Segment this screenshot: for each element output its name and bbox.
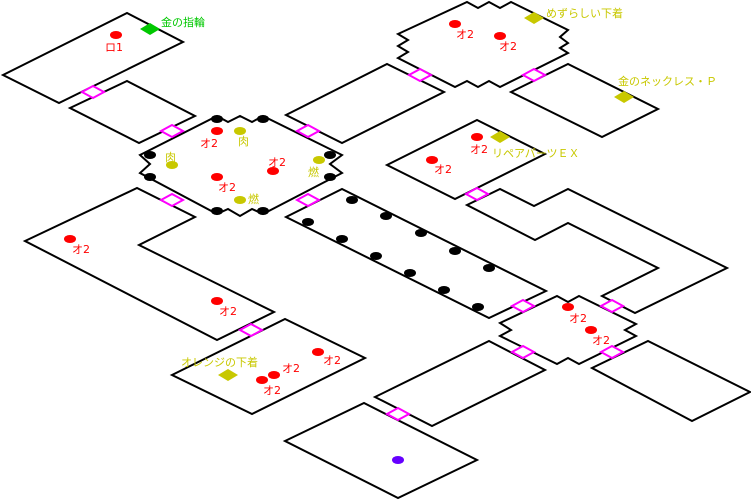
enemy-label: オ2 <box>200 137 218 150</box>
pillar <box>472 303 484 311</box>
item-label-orange-underwear: オレンジの下着 <box>181 355 258 369</box>
enemy-label: オ2 <box>263 384 281 397</box>
item-marker[interactable] <box>313 156 325 164</box>
enemy-marker[interactable] <box>426 156 438 164</box>
pillar <box>211 115 223 123</box>
enemy-marker[interactable] <box>562 303 574 311</box>
room-south-east <box>589 339 751 423</box>
enemy-marker[interactable] <box>494 32 506 40</box>
pillar <box>257 115 269 123</box>
enemy-marker[interactable] <box>211 127 223 135</box>
room-north-middle <box>283 62 447 145</box>
enemy-marker[interactable] <box>585 326 597 334</box>
door[interactable] <box>294 192 322 208</box>
enemy-marker[interactable] <box>256 376 268 384</box>
pillar <box>211 207 223 215</box>
door[interactable] <box>509 344 537 360</box>
rare-item-diamond[interactable] <box>140 23 160 35</box>
corridor-east-l <box>464 187 730 315</box>
room-south-middle <box>372 339 548 428</box>
pillar <box>370 252 382 260</box>
item-label-rare-underwear: めずらしい下着 <box>546 6 623 20</box>
enemy-label: オ2 <box>268 156 286 169</box>
pillar <box>380 212 392 220</box>
pillar <box>415 229 427 237</box>
enemy-label: オ2 <box>282 362 300 375</box>
item-label-fuel: 燃 <box>248 192 259 206</box>
enemy-marker[interactable] <box>110 31 122 39</box>
enemy-label: オ2 <box>569 312 587 325</box>
item-diamond[interactable] <box>490 131 510 143</box>
pillar <box>438 286 450 294</box>
item-label-meat: 肉 <box>238 135 249 148</box>
pillar <box>144 151 156 159</box>
enemy-label: オ2 <box>499 40 517 53</box>
item-diamond[interactable] <box>218 369 238 381</box>
door[interactable] <box>598 344 626 360</box>
door[interactable] <box>598 298 626 314</box>
enemy-marker[interactable] <box>267 167 279 175</box>
item-diamond[interactable] <box>614 91 634 103</box>
pillars <box>144 115 495 311</box>
pillar <box>483 264 495 272</box>
enemy-marker[interactable] <box>211 297 223 305</box>
pillar <box>324 151 336 159</box>
enemy-marker[interactable] <box>312 348 324 356</box>
enemy-marker[interactable] <box>64 235 76 243</box>
item-label-meat: 肉 <box>165 151 176 164</box>
pillar <box>449 247 461 255</box>
room-rare-underwear <box>395 0 571 89</box>
doors <box>79 67 626 422</box>
pillar <box>324 173 336 181</box>
door[interactable] <box>406 67 434 83</box>
item-label-gold-ring: 金の指輪 <box>161 15 205 29</box>
pillar <box>404 269 416 277</box>
door[interactable] <box>520 67 548 83</box>
door[interactable] <box>158 192 186 208</box>
pillar <box>302 218 314 226</box>
item-marker[interactable] <box>234 196 246 204</box>
door[interactable] <box>509 298 537 314</box>
enemy-marker[interactable] <box>268 371 280 379</box>
item-label-gold-necklace: 金のネックレス・Ｐ <box>618 74 717 88</box>
item-diamond[interactable] <box>524 12 544 24</box>
enemy-marker[interactable] <box>449 20 461 28</box>
door[interactable] <box>237 322 265 338</box>
door[interactable] <box>384 406 412 422</box>
door[interactable] <box>463 186 491 202</box>
pillar <box>336 235 348 243</box>
room-gold-necklace <box>508 62 661 139</box>
enemy-label: ロ1 <box>105 41 123 54</box>
enemy-label: オ2 <box>72 243 90 256</box>
enemy-label: オ2 <box>434 163 452 176</box>
enemy-label: オ2 <box>219 305 237 318</box>
pillar <box>346 196 358 204</box>
player-start-marker[interactable] <box>392 456 404 464</box>
door[interactable] <box>294 123 322 139</box>
room-small-west <box>67 79 198 145</box>
item-marker[interactable] <box>166 161 178 169</box>
enemy-label: オ2 <box>218 181 236 194</box>
enemy-label: オ2 <box>592 334 610 347</box>
enemy-label: オ2 <box>323 354 341 367</box>
door[interactable] <box>158 123 186 139</box>
room-repair-parts <box>384 118 548 201</box>
pillar <box>144 173 156 181</box>
enemy-marker[interactable] <box>211 173 223 181</box>
pillar <box>257 207 269 215</box>
item-marker[interactable] <box>234 127 246 135</box>
room-south-east-hub <box>497 294 639 366</box>
door[interactable] <box>79 84 107 100</box>
room-central-hub <box>138 114 344 218</box>
room-start <box>282 401 480 500</box>
item-label-repair-parts: リペアパーツＥＸ <box>492 147 580 160</box>
corridor-pillars <box>283 187 549 320</box>
room-orange-underwear <box>169 317 368 416</box>
item-label-fuel: 燃 <box>308 165 319 179</box>
enemy-marker[interactable] <box>471 133 483 141</box>
room-gold-ring <box>0 11 186 105</box>
enemy-label: オ2 <box>470 143 488 156</box>
enemy-label: オ2 <box>456 28 474 41</box>
